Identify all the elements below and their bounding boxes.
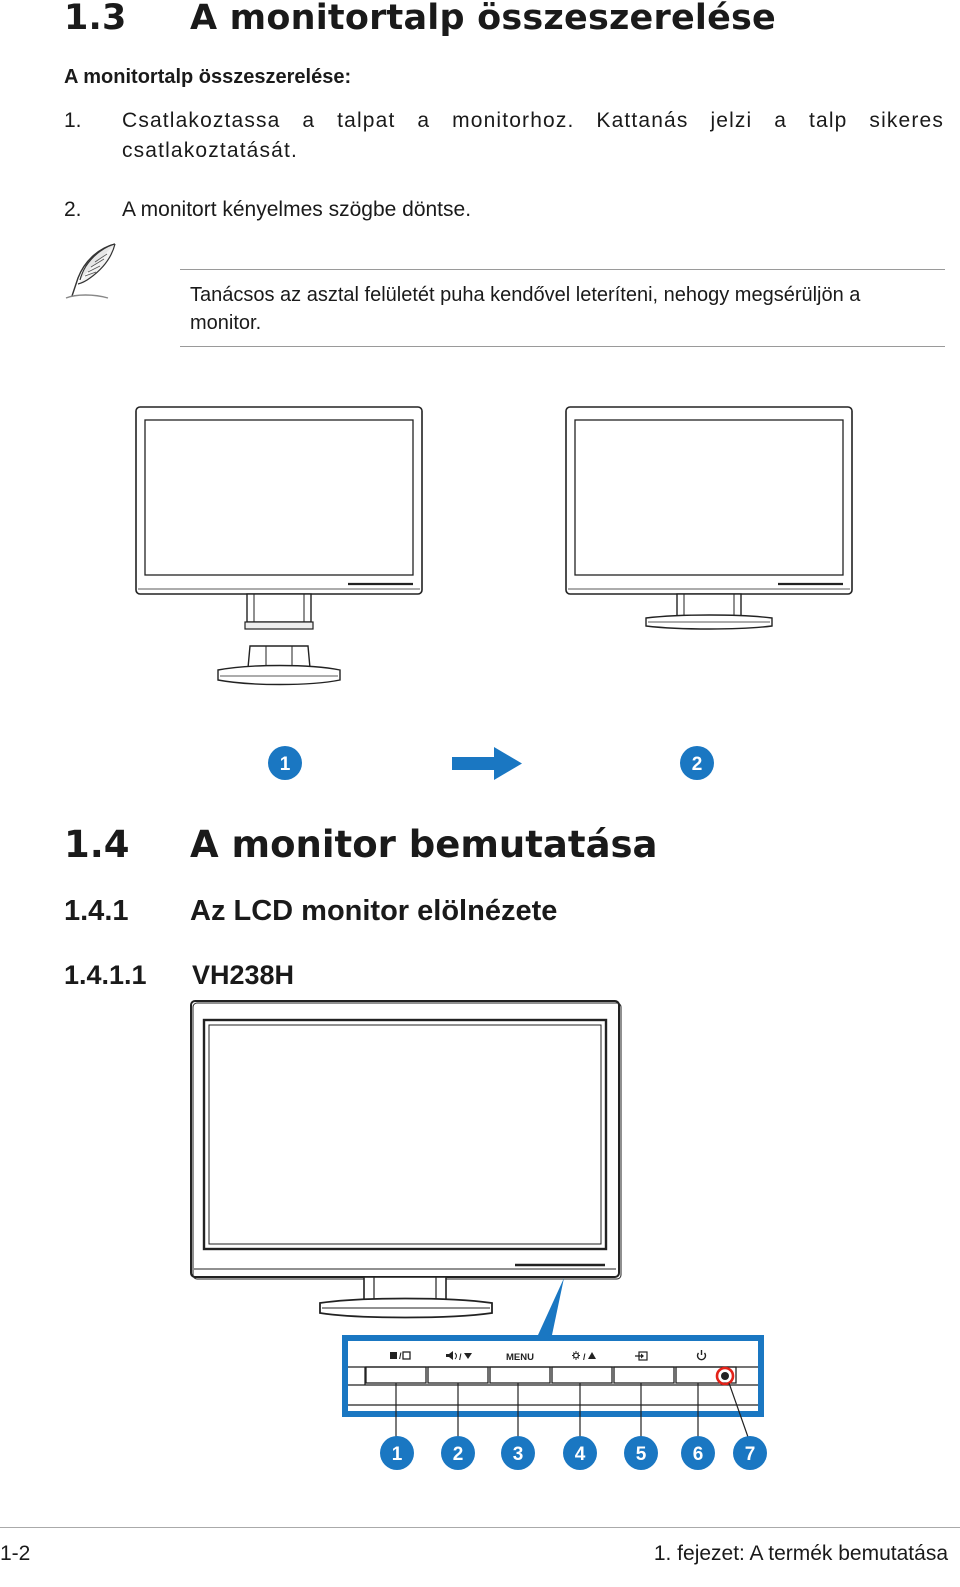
callout-number: 1 — [280, 754, 291, 775]
section-title: A monitor bemutatása — [190, 823, 658, 866]
arrow-right-icon — [452, 747, 522, 780]
power-icon — [696, 1350, 707, 1361]
callout-number: 5 — [636, 1444, 647, 1465]
model-number: 1.4.1.1 — [64, 960, 147, 990]
callout-number: 7 — [745, 1444, 756, 1465]
callout-number: 3 — [513, 1444, 524, 1465]
subsection-heading: 1.4.1 Az LCD monitor elölnézete — [64, 895, 557, 928]
section-number: 1.3 — [64, 0, 127, 38]
front-view-illustration: / / MENU / — [190, 1000, 767, 1470]
section-heading: 1.4 A monitor bemutatása — [64, 823, 658, 866]
model-title: VH238H — [192, 960, 295, 990]
callout-row: 1 2 3 4 5 6 7 — [380, 1436, 767, 1470]
footer-rule — [0, 1527, 960, 1528]
brightness-up-icon: / — [572, 1351, 596, 1362]
model-heading: 1.4.1.1 VH238H — [64, 960, 294, 991]
subsection-title: Az LCD monitor elölnézete — [190, 895, 558, 927]
step-2: 2. A monitort kényelmes szögbe döntse. — [64, 195, 944, 227]
power-indicator-highlight — [715, 1366, 735, 1386]
monitor-front — [190, 1000, 622, 1319]
button-3 — [489, 1366, 551, 1384]
control-panel-zoom — [348, 1341, 758, 1411]
menu-label: MENU — [506, 1352, 534, 1363]
step-number: 1. — [64, 109, 82, 132]
assembled-monitor — [565, 406, 853, 630]
callout-number: 4 — [575, 1444, 586, 1465]
zoom-pointer — [538, 1278, 564, 1335]
callout-number: 2 — [453, 1444, 464, 1465]
button-5 — [613, 1366, 675, 1384]
step-1: 1. Csatlakoztassa a talpat a monitorhoz.… — [64, 106, 944, 168]
svg-text:/: / — [399, 1351, 402, 1361]
svg-text:/: / — [459, 1352, 462, 1362]
step-number: 2. — [64, 198, 82, 221]
section-title: A monitortalp összeszerelése — [190, 0, 776, 38]
note-bottom-rule — [180, 346, 945, 347]
button-4 — [551, 1366, 613, 1384]
button-6 — [675, 1366, 737, 1384]
callout-number: 2 — [692, 754, 703, 775]
callout-number: 6 — [693, 1444, 704, 1465]
callout-circle — [680, 746, 714, 780]
step-text: A monitort kényelmes szögbe döntse. — [122, 198, 472, 221]
chapter-title: 1. fejezet: A termék bemutatása — [653, 1542, 948, 1565]
note-text: Tanácsos az asztal felületét puha kendőv… — [190, 284, 861, 334]
note-feather-icon — [65, 243, 116, 299]
step-text: Csatlakoztassa a talpat a monitorhoz. Ka… — [122, 109, 944, 162]
assembly-subtitle: A monitortalp összeszerelése: — [64, 66, 352, 88]
subsection-number: 1.4.1 — [64, 895, 129, 927]
assembly-illustration: 1 2 — [135, 406, 853, 780]
page-number: 1-2 — [0, 1542, 31, 1565]
section-heading: 1.3 A monitortalp összeszerelése — [64, 0, 776, 38]
callout-circle — [268, 746, 302, 780]
svg-text:/: / — [583, 1352, 586, 1362]
monitor-with-detached-base — [135, 406, 423, 686]
section-number: 1.4 — [64, 823, 130, 866]
note-top-rule — [180, 269, 945, 270]
power-indicator — [721, 1372, 729, 1380]
splendid-auto-icon: / — [390, 1351, 411, 1361]
input-select-icon — [635, 1351, 648, 1361]
callout-number: 1 — [392, 1444, 403, 1465]
volume-down-icon: / — [446, 1351, 472, 1362]
